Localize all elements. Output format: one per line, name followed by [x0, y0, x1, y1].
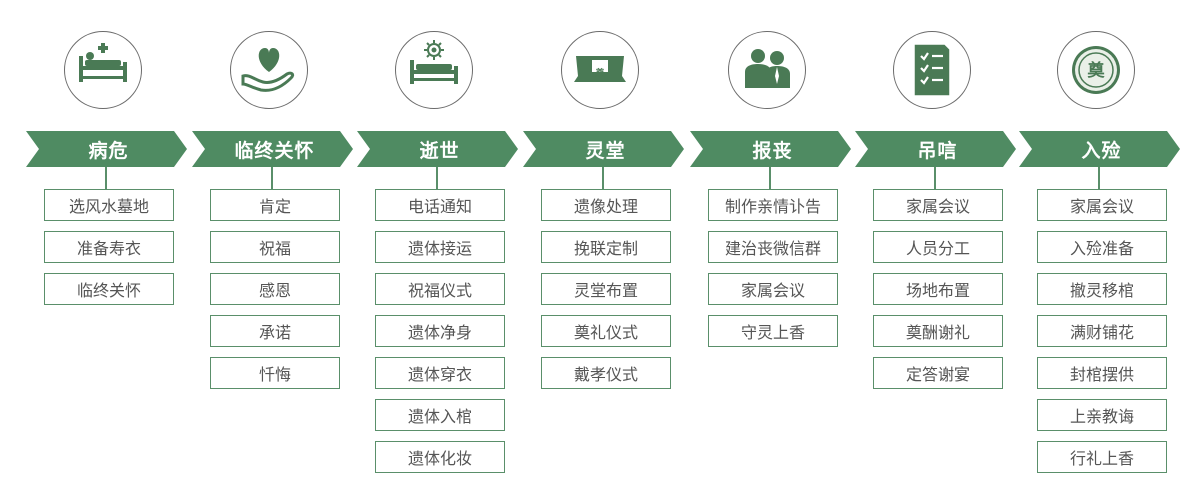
step-list: 制作亲情讣告建治丧微信群家属会议守灵上香 — [708, 189, 838, 357]
stage-icon-circle — [64, 31, 142, 109]
step-box: 家属会议 — [1037, 189, 1167, 221]
step-box: 选风水墓地 — [44, 189, 174, 221]
step-list: 遗像处理挽联定制灵堂布置奠礼仪式戴孝仪式 — [541, 189, 671, 399]
stage-title: 灵堂 — [585, 139, 626, 162]
chevron-arrow-shape — [690, 131, 851, 167]
step-box: 承诺 — [210, 315, 340, 347]
step-box: 满财铺花 — [1037, 315, 1167, 347]
stage-column-announce: 报丧制作亲情讣告建治丧微信群家属会议守灵上香 — [690, 0, 856, 500]
step-list: 选风水墓地准备寿衣临终关怀 — [44, 189, 174, 315]
stage-title: 病危 — [88, 139, 129, 162]
chevron-arrow-shape — [26, 131, 187, 167]
step-box: 感恩 — [210, 273, 340, 305]
stage-column-passing: 逝世电话通知遗体接运祝福仪式遗体净身遗体穿衣遗体入棺遗体化妆 — [357, 0, 523, 500]
connector-line — [769, 167, 771, 191]
step-box: 上亲教诲 — [1037, 399, 1167, 431]
step-list: 电话通知遗体接运祝福仪式遗体净身遗体穿衣遗体入棺遗体化妆 — [375, 189, 505, 483]
connector-line — [602, 167, 604, 191]
step-list: 家属会议入殓准备撤灵移棺满财铺花封棺摆供上亲教诲行礼上香 — [1037, 189, 1167, 483]
step-box: 挽联定制 — [541, 231, 671, 263]
step-box: 遗体入棺 — [375, 399, 505, 431]
step-box: 遗体穿衣 — [375, 357, 505, 389]
step-box: 肯定 — [210, 189, 340, 221]
chevron-arrow-shape — [855, 131, 1016, 167]
stage-column-condolence: 吊唁家属会议人员分工场地布置奠酬谢礼定答谢宴 — [855, 0, 1021, 500]
stage-title: 报丧 — [752, 139, 793, 162]
step-box: 遗体净身 — [375, 315, 505, 347]
connector-line — [934, 167, 936, 191]
stage-banner: 逝世 — [357, 131, 518, 167]
connector-line — [1098, 167, 1100, 191]
step-box: 灵堂布置 — [541, 273, 671, 305]
step-box: 奠礼仪式 — [541, 315, 671, 347]
step-box: 入殓准备 — [1037, 231, 1167, 263]
step-box: 祝福仪式 — [375, 273, 505, 305]
step-box: 撤灵移棺 — [1037, 273, 1167, 305]
step-box: 封棺摆供 — [1037, 357, 1167, 389]
connector-line — [105, 167, 107, 191]
stage-title: 入殓 — [1081, 139, 1122, 162]
step-box: 人员分工 — [873, 231, 1003, 263]
step-box: 制作亲情讣告 — [708, 189, 838, 221]
icon-glyph: 奠 — [1087, 60, 1106, 81]
stage-icon-circle — [893, 31, 971, 109]
stage-title: 吊唁 — [917, 139, 958, 162]
step-box: 家属会议 — [873, 189, 1003, 221]
stage-icon-circle: 奠 — [1057, 31, 1135, 109]
step-box: 忏悔 — [210, 357, 340, 389]
step-box: 行礼上香 — [1037, 441, 1167, 473]
stage-icon-circle: 奠 — [561, 31, 639, 109]
stage-icon-circle — [728, 31, 806, 109]
stage-banner: 报丧 — [690, 131, 851, 167]
step-box: 准备寿衣 — [44, 231, 174, 263]
step-box: 戴孝仪式 — [541, 357, 671, 389]
step-box: 建治丧微信群 — [708, 231, 838, 263]
step-box: 家属会议 — [708, 273, 838, 305]
step-box: 遗体接运 — [375, 231, 505, 263]
altar-table-icon: 奠 — [574, 56, 626, 82]
stage-column-hall: 奠灵堂遗像处理挽联定制灵堂布置奠礼仪式戴孝仪式 — [523, 0, 689, 500]
chevron-arrow-shape — [1019, 131, 1180, 167]
stage-banner: 灵堂 — [523, 131, 684, 167]
step-list: 肯定祝福感恩承诺忏悔 — [210, 189, 340, 399]
stage-column-encoffin: 奠入殓家属会议入殓准备撤灵移棺满财铺花封棺摆供上亲教诲行礼上香 — [1019, 0, 1185, 500]
connector-line — [436, 167, 438, 191]
step-box: 定答谢宴 — [873, 357, 1003, 389]
step-box: 遗体化妆 — [375, 441, 505, 473]
stage-banner: 临终关怀 — [192, 131, 353, 167]
stage-icon-circle — [395, 31, 473, 109]
step-list: 家属会议人员分工场地布置奠酬谢礼定答谢宴 — [873, 189, 1003, 399]
hospital-bed-icon — [79, 43, 127, 82]
stage-column-end-of-life: 临终关怀肯定祝福感恩承诺忏悔 — [192, 0, 358, 500]
connector-line — [271, 167, 273, 191]
stage-banner: 吊唁 — [855, 131, 1016, 167]
step-box: 祝福 — [210, 231, 340, 263]
checklist-icon — [914, 44, 950, 96]
step-box: 守灵上香 — [708, 315, 838, 347]
step-box: 电话通知 — [375, 189, 505, 221]
step-box: 场地布置 — [873, 273, 1003, 305]
stage-title: 逝世 — [419, 139, 460, 162]
stage-banner: 入殓 — [1019, 131, 1180, 167]
stage-icon-circle — [230, 31, 308, 109]
memorial-seal-icon: 奠 — [1071, 45, 1121, 95]
heart-in-hand-icon — [241, 46, 295, 92]
icon-glyph: 奠 — [594, 67, 605, 79]
chevron-arrow-shape — [357, 131, 518, 167]
two-people-icon — [745, 49, 790, 88]
chevron-arrow-shape — [523, 131, 684, 167]
stage-column-illness: 病危选风水墓地准备寿衣临终关怀 — [26, 0, 192, 500]
stage-title: 临终关怀 — [234, 139, 315, 162]
bed-with-flower-icon — [409, 40, 459, 85]
chevron-arrow-shape — [192, 131, 353, 167]
step-box: 遗像处理 — [541, 189, 671, 221]
step-box: 奠酬谢礼 — [873, 315, 1003, 347]
stage-banner: 病危 — [26, 131, 187, 167]
step-box: 临终关怀 — [44, 273, 174, 305]
